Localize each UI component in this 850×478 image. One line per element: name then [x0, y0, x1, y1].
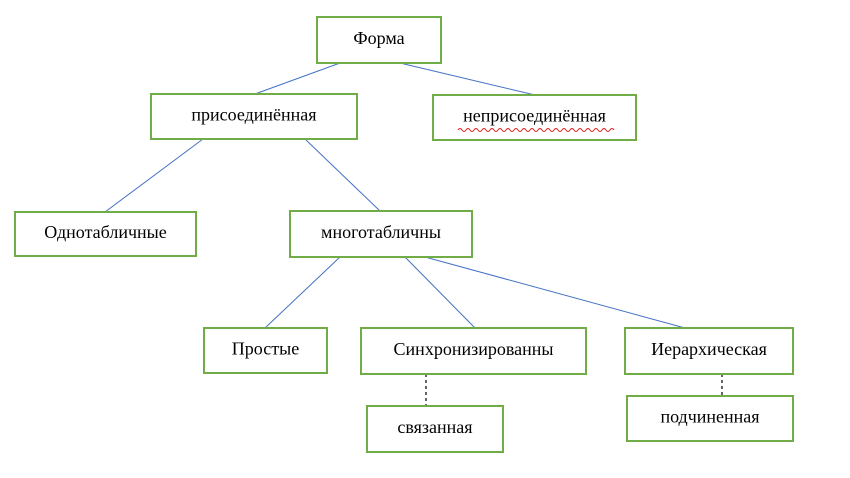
node-svyazannaya: связанная — [366, 405, 504, 453]
node-odnotablichnye: Однотабличные — [14, 211, 197, 257]
node-podchinennaya-label: подчиненная — [660, 407, 759, 427]
node-forma-label: Форма — [353, 28, 404, 48]
edge-mnogotablichny-ierarhicheskaya — [424, 256, 686, 329]
node-mnogotablichny-label: многотабличны — [321, 222, 441, 242]
node-mnogotablichny: многотабличны — [289, 210, 473, 258]
node-ierarhicheskaya-label: Иерархическая — [651, 339, 767, 359]
node-podchinennaya: подчиненная — [626, 395, 794, 442]
spellcheck-underline — [457, 128, 615, 132]
node-prostye: Простые — [203, 327, 328, 374]
edge-forma-neprisoedinennaya — [399, 62, 536, 96]
node-forma: Форма — [316, 16, 442, 64]
node-odnotablichnye-label: Однотабличные — [44, 222, 166, 242]
node-neprisoedinennaya: неприсоединённая — [432, 94, 637, 141]
node-sinhronizirovanny: Синхронизированны — [360, 327, 587, 375]
edge-forma-prisoedinennaya — [254, 62, 341, 95]
edge-prisoedinennaya-odnotablichnye — [104, 138, 204, 213]
node-ierarhicheskaya: Иерархическая — [624, 327, 794, 375]
node-neprisoedinennaya-label: неприсоединённая — [463, 106, 606, 126]
node-prisoedinennaya: присоединённая — [150, 93, 358, 140]
edge-mnogotablichny-prostye — [264, 256, 341, 329]
node-sinhronizirovanny-label: Синхронизированны — [394, 339, 554, 359]
node-svyazannaya-label: связанная — [397, 417, 472, 437]
edge-prisoedinennaya-mnogotablichny — [304, 138, 381, 212]
node-prostye-label: Простые — [232, 339, 299, 359]
node-prisoedinennaya-label: присоединённая — [191, 105, 316, 125]
edge-mnogotablichny-sinhronizirovanny — [404, 256, 476, 329]
